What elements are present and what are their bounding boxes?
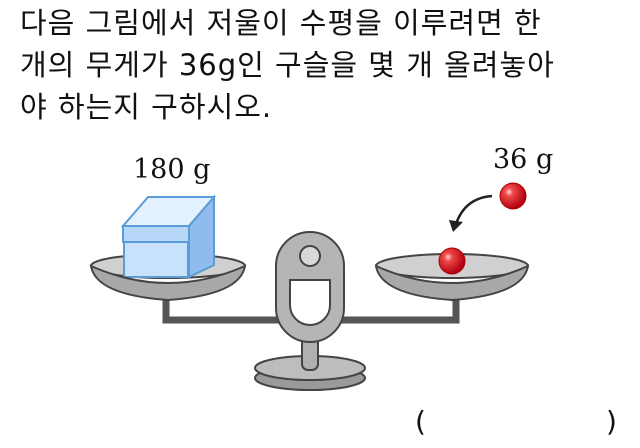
arrow-icon	[449, 194, 493, 232]
question-line-1: 다음 그림에서 저울이 수평을 이루려면 한	[20, 6, 542, 40]
marble-weight-label: 36 g	[493, 144, 554, 175]
marble-on-pan-icon	[438, 247, 466, 275]
balance-scale-figure: 180 g 36 g	[0, 140, 640, 400]
question-line-2: 개의 무게가 36g인 구슬을 몇 개 올려놓아	[20, 48, 555, 82]
question-text: 다음 그림에서 저울이 수평을 이루려면 한 개의 무게가 36g인 구슬을 몇…	[20, 2, 630, 128]
box-icon	[120, 194, 217, 279]
marble-icon	[499, 182, 527, 210]
answer-paren-close: )	[606, 405, 617, 438]
scale-pillar	[275, 231, 345, 343]
answer-blank[interactable]	[430, 405, 600, 439]
question-line-3: 야 하는지 구하시오.	[20, 90, 273, 124]
box-weight-label: 180 g	[133, 154, 211, 185]
answer-paren-open: (	[415, 405, 426, 438]
